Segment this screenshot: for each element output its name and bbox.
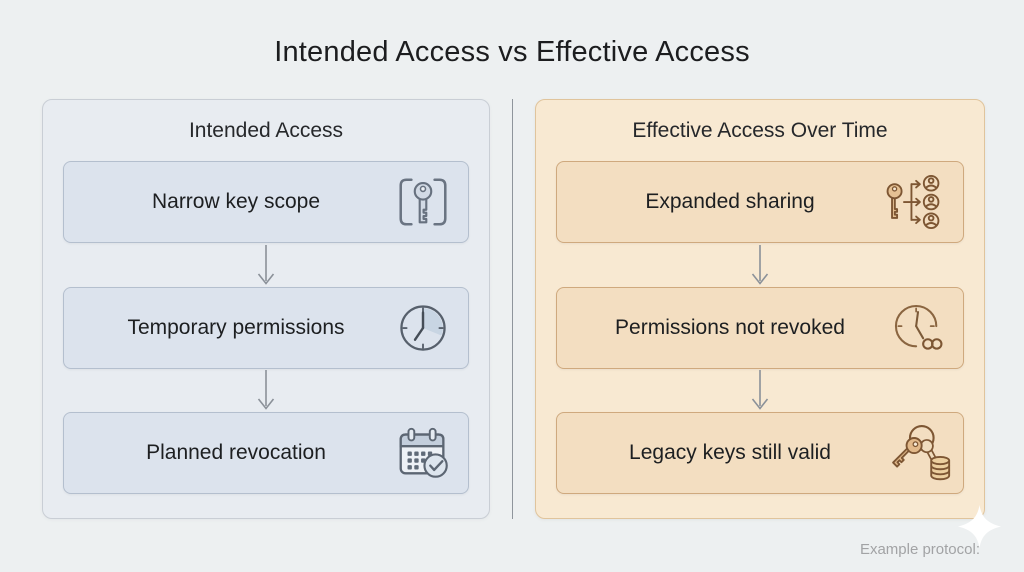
intended-access-header: Intended Access	[188, 118, 344, 142]
effective-access-panel: Effective Access Over Time Expanded shar…	[535, 99, 985, 519]
key-scope-icon	[386, 171, 460, 233]
down-arrow-icon	[751, 244, 769, 285]
effective-arrow-1	[556, 243, 964, 287]
intended-access-panel: Intended Access Narrow key scope Tempora…	[42, 99, 490, 519]
expanded-sharing-label: Expanded sharing	[645, 190, 815, 213]
legacy-keys-label: Legacy keys still valid	[629, 441, 831, 464]
column-divider	[512, 99, 513, 519]
keys-database-icon	[881, 422, 955, 484]
temporary-permissions-box: Temporary permissions	[63, 286, 469, 369]
clock-icon	[386, 298, 460, 358]
permissions-not-revoked-label: Permissions not revoked	[615, 315, 845, 339]
effective-access-header: Effective Access Over Time	[632, 118, 888, 142]
planned-revocation-box: Planned revocation	[63, 412, 469, 494]
page-title: Intended Access vs Effective Access	[274, 36, 750, 68]
legacy-keys-box: Legacy keys still valid	[556, 412, 964, 494]
example-protocol-label: Example protocol:	[859, 541, 980, 558]
calendar-check-icon	[386, 422, 460, 484]
planned-revocation-label: Planned revocation	[146, 441, 326, 464]
temporary-permissions-label: Temporary permissions	[127, 315, 345, 339]
intended-arrow-2	[63, 369, 469, 413]
narrow-key-scope-label: Narrow key scope	[151, 190, 321, 213]
down-arrow-icon	[751, 370, 769, 411]
down-arrow-icon	[257, 244, 275, 285]
effective-arrow-2	[556, 369, 964, 413]
down-arrow-icon	[257, 370, 275, 411]
narrow-key-scope-box: Narrow key scope	[63, 161, 469, 243]
permissions-not-revoked-box: Permissions not revoked	[556, 286, 964, 369]
sparkle-icon	[956, 503, 1003, 550]
intended-arrow-1	[63, 243, 469, 287]
clock-infinity-icon	[881, 298, 955, 358]
expanded-sharing-box: Expanded sharing	[556, 161, 964, 243]
key-share-users-icon	[881, 172, 955, 232]
